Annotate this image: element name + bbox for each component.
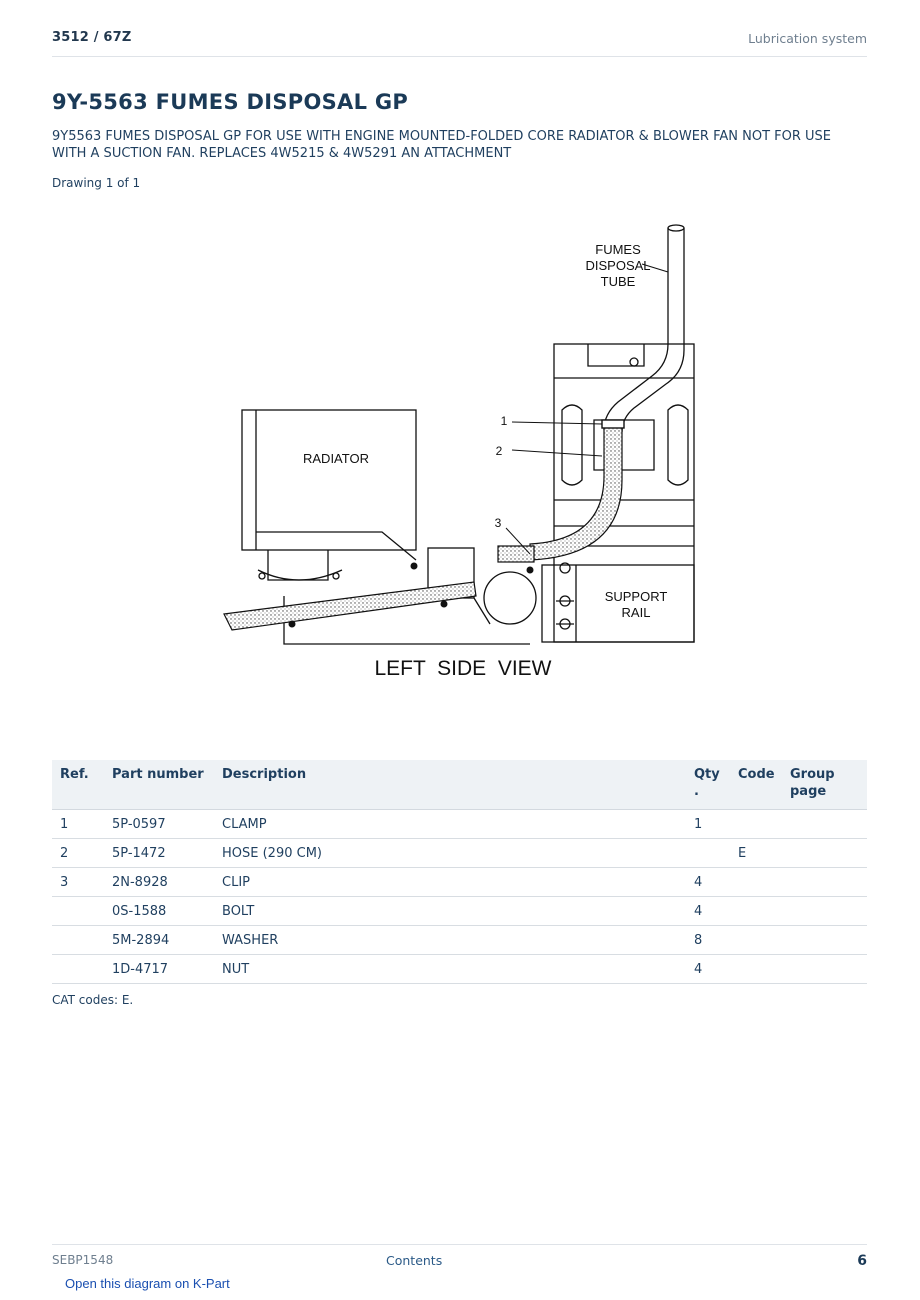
table-row: 1D-4717 NUT 4 [52, 954, 867, 984]
clamp-part-1 [601, 419, 625, 429]
page-number: 6 [857, 1253, 867, 1269]
label-fumes: FUMES [595, 242, 641, 257]
label-radiator: RADIATOR [303, 451, 369, 466]
header-group-page: Group page [782, 760, 867, 810]
view-caption: LEFT SIDE VIEW [375, 657, 552, 680]
cell-ref [52, 954, 104, 984]
hose-lower [223, 581, 477, 631]
hardware-marker [410, 562, 418, 570]
table-row: 1 5P-0597 CLAMP 1 [52, 809, 867, 839]
header-ref: Ref. [52, 760, 104, 810]
label-support: SUPPORT [605, 589, 668, 604]
cell-code [730, 809, 782, 839]
callout-2[interactable]: 2 [496, 444, 503, 458]
cell-ref: 1 [52, 809, 104, 839]
header-part-number: Part number [104, 760, 214, 810]
cell-ref: 2 [52, 838, 104, 868]
cell-qty: 4 [686, 867, 730, 897]
cell-group-page [782, 867, 867, 897]
cell-group-page [782, 954, 867, 984]
cell-ref: 3 [52, 867, 104, 897]
table-row: 5M-2894 WASHER 8 [52, 925, 867, 955]
header-description: Description [214, 760, 686, 810]
cell-qty: 4 [686, 954, 730, 984]
contents-link[interactable]: Contents [386, 1253, 443, 1268]
cell-part-number: 5M-2894 [104, 925, 214, 955]
cell-description: BOLT [214, 896, 686, 926]
page-footer: SEBP1548 Contents 6 [52, 1244, 867, 1275]
cell-code: E [730, 838, 782, 868]
parts-diagram[interactable]: FUMES DISPOSAL TUBE RADIATOR SUPPORT RAI… [190, 210, 730, 730]
cell-ref [52, 925, 104, 955]
cell-qty: 8 [686, 925, 730, 955]
cell-part-number: 5P-0597 [104, 809, 214, 839]
cat-codes-note: CAT codes: E. [52, 993, 134, 1007]
cell-part-number: 5P-1472 [104, 838, 214, 868]
cell-code [730, 896, 782, 926]
label-disposal: DISPOSAL [585, 258, 650, 273]
page-title: 9Y-5563 FUMES DISPOSAL GP [52, 90, 409, 114]
diagram-linework [241, 224, 695, 645]
table-row: 0S-1588 BOLT 4 [52, 896, 867, 926]
header-qty: Qty . [686, 760, 730, 810]
cell-part-number: 0S-1588 [104, 896, 214, 926]
cell-code [730, 925, 782, 955]
drawing-counter: Drawing 1 of 1 [52, 176, 141, 190]
hose-curved [529, 425, 623, 561]
callout-1[interactable]: 1 [501, 414, 508, 428]
parts-table: Ref. Part number Description Qty . Code … [52, 760, 867, 984]
callout-3[interactable]: 3 [495, 516, 502, 530]
cell-group-page [782, 809, 867, 839]
cell-description: CLAMP [214, 809, 686, 839]
cell-description: NUT [214, 954, 686, 984]
label-rail: RAIL [622, 605, 651, 620]
cell-group-page [782, 896, 867, 926]
cell-code [730, 867, 782, 897]
model-label: 3512 / 67Z [52, 30, 132, 45]
cell-qty: 1 [686, 809, 730, 839]
table-row: 2 5P-1472 HOSE (290 CM) E [52, 838, 867, 868]
hardware-marker [440, 600, 448, 608]
section-label: Lubrication system [748, 31, 867, 46]
hardware-marker [288, 620, 296, 628]
document-id: SEBP1548 [52, 1253, 114, 1267]
cell-part-number: 2N-8928 [104, 867, 214, 897]
hardware-marker [526, 566, 534, 574]
header-code: Code [730, 760, 782, 810]
cell-description: WASHER [214, 925, 686, 955]
cell-ref [52, 896, 104, 926]
group-description: 9Y5563 FUMES DISPOSAL GP FOR USE WITH EN… [52, 129, 832, 161]
cell-group-page [782, 925, 867, 955]
hose-end-clip [497, 545, 535, 563]
cell-group-page [782, 838, 867, 868]
cell-part-number: 1D-4717 [104, 954, 214, 984]
cell-description: CLIP [214, 867, 686, 897]
cell-description: HOSE (290 CM) [214, 838, 686, 868]
table-header-row: Ref. Part number Description Qty . Code … [52, 760, 867, 810]
label-tube: TUBE [601, 274, 636, 289]
table-row: 3 2N-8928 CLIP 4 [52, 867, 867, 897]
cell-code [730, 954, 782, 984]
cell-qty [686, 838, 730, 868]
callout-leaders [505, 263, 669, 555]
page-header: 3512 / 67Z Lubrication system [52, 28, 867, 57]
cell-qty: 4 [686, 896, 730, 926]
kpart-link[interactable]: Open this diagram on K-Part [65, 1276, 230, 1291]
